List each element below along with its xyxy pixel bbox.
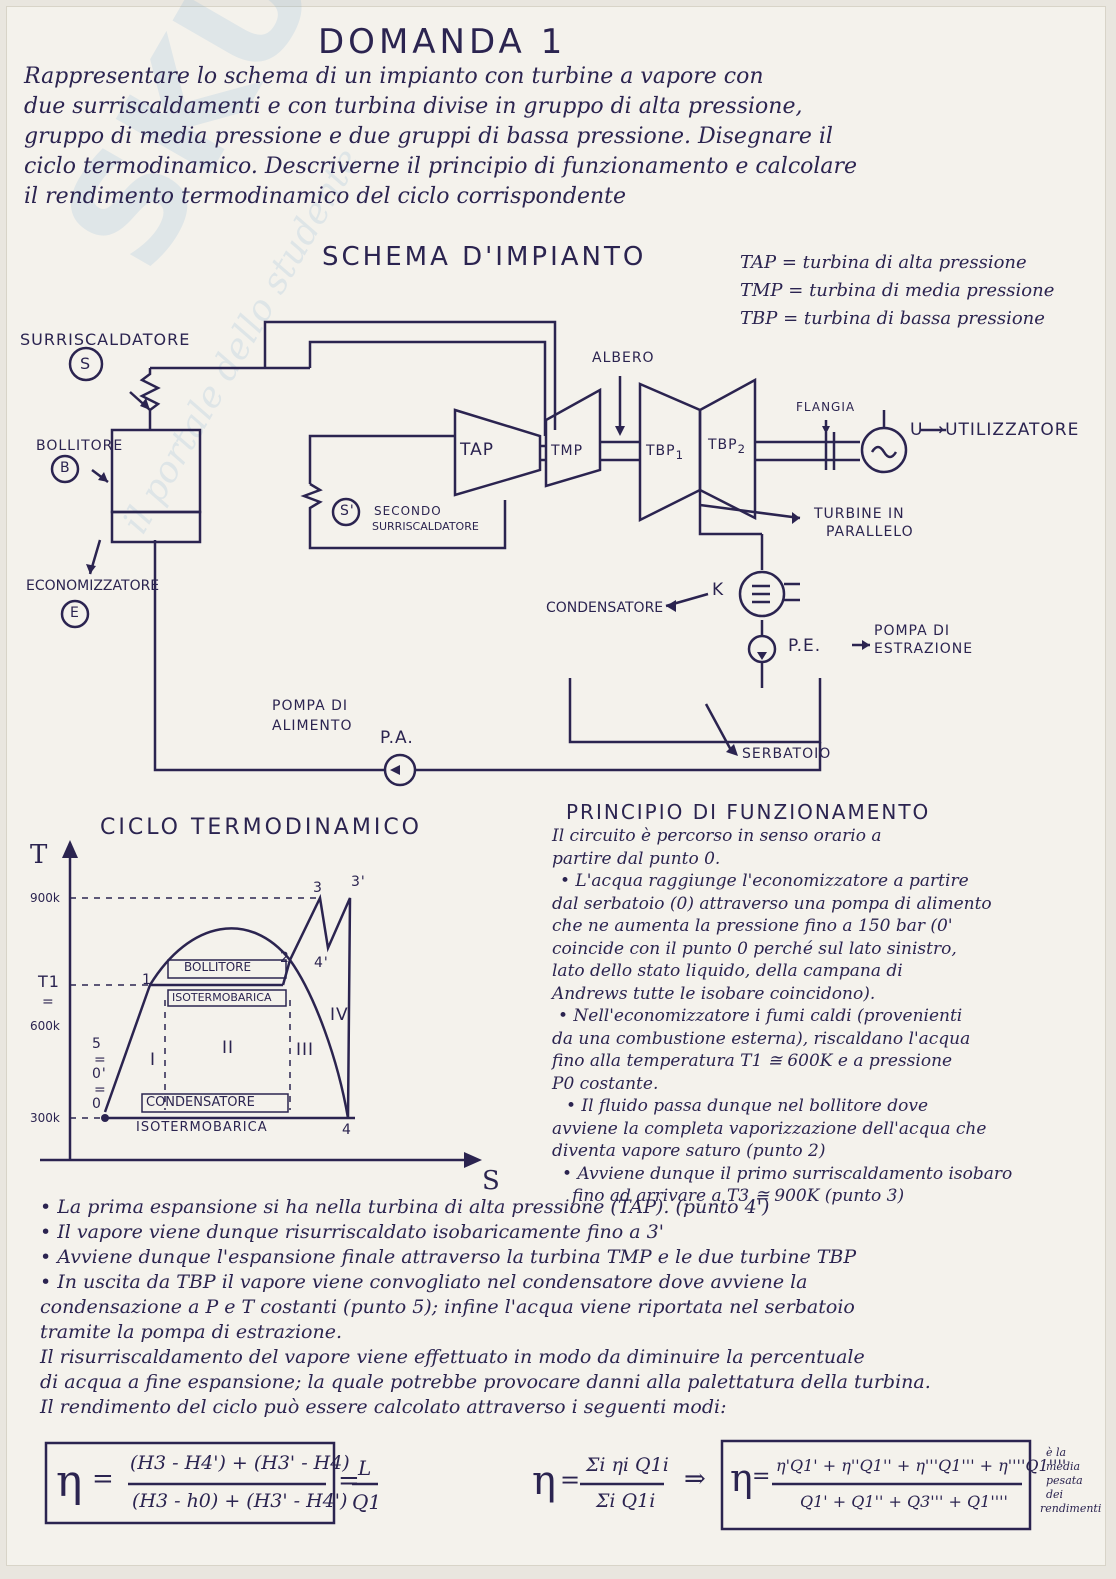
f3-numerator: η'Q1' + η''Q1'' + η'''Q1''' + η''''Q1'''… xyxy=(776,1456,1066,1475)
f1-denominator: (H3 - h0) + (H3' - H4') xyxy=(132,1490,347,1512)
note-line-4: rendimenti xyxy=(1040,1502,1101,1515)
f1-eta: η xyxy=(56,1456,82,1507)
note-line-1: media xyxy=(1046,1460,1080,1473)
note-line-2: pesata xyxy=(1046,1474,1083,1487)
note-line-3: dei xyxy=(1046,1488,1063,1501)
f2-arrow: ⇒ xyxy=(684,1464,706,1494)
f1-rhs-numerator: L xyxy=(358,1456,371,1480)
f3-denominator: Q1' + Q1'' + Q3''' + Q1'''' xyxy=(800,1492,1008,1511)
f3-eta: η xyxy=(730,1456,753,1500)
f2-eta: η xyxy=(532,1458,556,1504)
note-line-0: è la xyxy=(1046,1446,1066,1459)
f3-eq: = xyxy=(752,1464,770,1489)
f1-eq: = xyxy=(92,1464,114,1494)
f1-numerator: (H3 - H4') + (H3' - H4) xyxy=(130,1452,350,1474)
f2-denominator: Σi Q1i xyxy=(596,1490,655,1512)
f2-eq: = xyxy=(560,1466,580,1494)
f1-rhs-denominator: Q1 xyxy=(352,1490,381,1514)
f2-numerator: Σi ηi Q1i xyxy=(586,1454,669,1476)
